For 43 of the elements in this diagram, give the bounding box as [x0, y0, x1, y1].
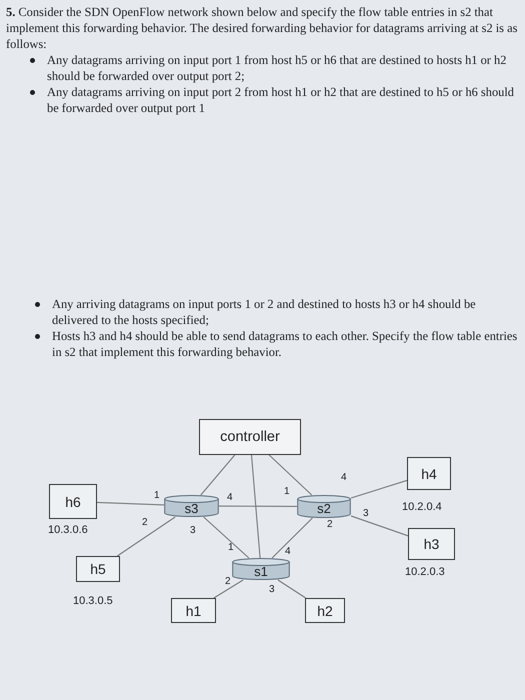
host-box: h4	[407, 457, 451, 490]
port-number: 4	[285, 546, 291, 557]
host-box: h2	[305, 598, 345, 623]
ip-address: 10.2.0.3	[405, 566, 445, 578]
host-box: h6	[49, 484, 97, 519]
bullet-text: Any arriving datagrams on input ports 1 or 2 and destined to hosts h3 or h4 should be delivered to the hosts specified;	[52, 296, 477, 328]
port-number: 3	[363, 508, 369, 519]
port-number: 1	[284, 486, 290, 497]
ip-address: 10.3.0.6	[48, 524, 88, 536]
host-box: h1	[171, 598, 216, 623]
link-line	[272, 518, 313, 558]
port-number: 2	[327, 519, 333, 530]
ip-address: 10.3.0.5	[73, 595, 113, 607]
link-line	[116, 516, 176, 556]
port-number: 1	[228, 542, 234, 553]
port-number: 4	[341, 472, 347, 483]
port-number: 1	[154, 490, 160, 501]
bullet-text: Any datagrams arriving on input port 2 from host h1 or h2 that are destined to h5 or h6 should be forwarded over output port 1	[47, 84, 515, 116]
ip-address: 10.2.0.4	[402, 501, 442, 513]
question-text: 5. Consider the SDN OpenFlow network shown below and specify the flow table entries in s2 that implement this forwarding behavior. The desired forwarding behavior for datagrams arriving at s2 is as follows:	[6, 4, 518, 52]
link-line	[268, 454, 312, 496]
link-line	[214, 580, 244, 598]
port-number: 2	[225, 576, 231, 587]
link-line	[96, 502, 164, 506]
bullet-text: Hosts h3 and h4 should be able to send datagrams to each other. Specify the flow table entries in s2 that implement this forwarding behavior.	[52, 328, 518, 360]
port-number: 3	[269, 584, 275, 595]
switch-cylinder: s3	[164, 495, 219, 517]
link-line	[203, 516, 250, 558]
bullet-text: Any datagrams arriving on input port 1 from host h5 or h6 that are destined to hosts h1 or h2 should be forwarded over output port 2;	[47, 52, 508, 84]
link-line	[350, 480, 408, 499]
link-line	[278, 580, 306, 598]
link-line	[200, 454, 236, 496]
link-line	[350, 515, 408, 536]
switch-cylinder: s1	[232, 558, 290, 580]
port-number: 2	[142, 517, 148, 528]
host-box: h5	[76, 556, 120, 582]
switch-cylinder: s2	[297, 495, 351, 518]
port-number: 3	[190, 525, 196, 536]
controller-box: controller	[199, 419, 301, 455]
link-line	[250, 454, 261, 558]
link-line	[219, 506, 297, 507]
port-number: 4	[227, 492, 233, 503]
host-box: h3	[408, 528, 455, 560]
